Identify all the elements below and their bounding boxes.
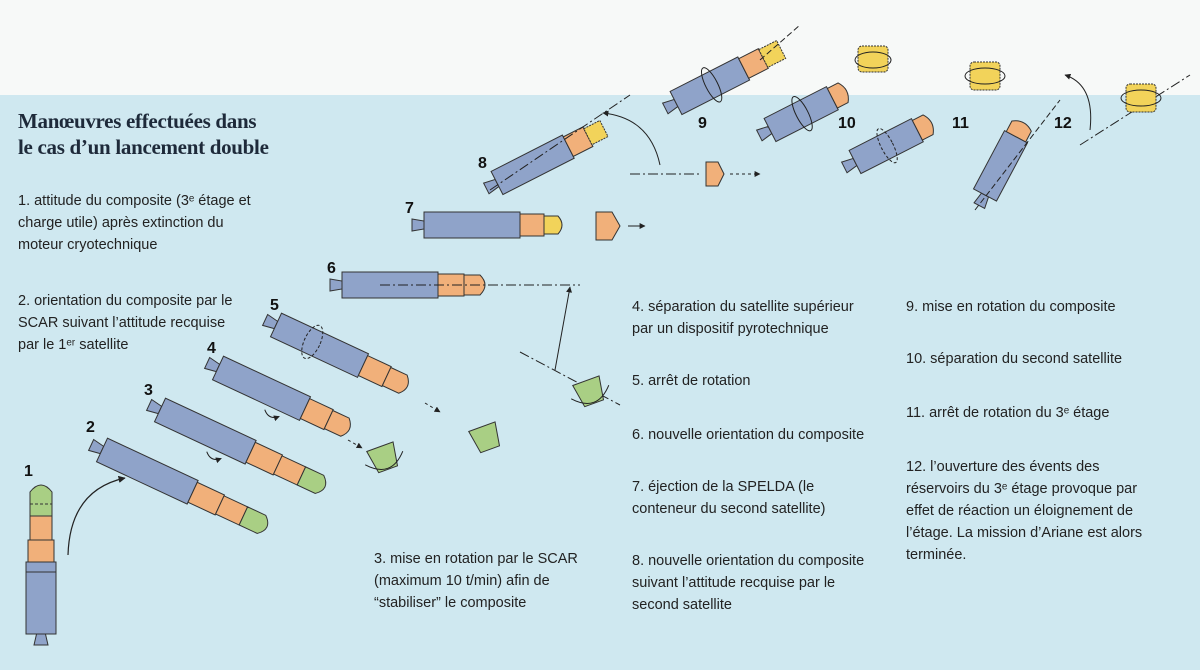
- title-line-2: le cas d’un lancement double: [18, 135, 269, 159]
- step-number-3: 3: [144, 382, 153, 399]
- caption-step-10: 10. séparation du second satellite: [906, 351, 1123, 367]
- step-number-2: 2: [86, 419, 95, 436]
- satellite-yellow-step-12: [1120, 83, 1162, 113]
- step-number-12: 12: [1054, 115, 1072, 132]
- composite-step-9: [661, 39, 787, 116]
- caption-step-7: 7. éjection de la SPELDA (le conteneur d…: [632, 479, 826, 517]
- step-number-10: 10: [838, 115, 856, 132]
- composite-step-2: [87, 437, 269, 534]
- satellite-green-step-4: [364, 441, 404, 474]
- caption-step-4: 4. séparation du satellite supérieur par…: [632, 299, 854, 337]
- composite-step-5: [261, 312, 409, 394]
- satellite-green-step-5: [468, 421, 501, 454]
- spelda-ejected: [595, 211, 621, 241]
- diagram-title: Manœuvres effectuées dans le cas d’un la…: [18, 108, 318, 160]
- step-number-5: 5: [270, 297, 279, 314]
- step-number-8: 8: [478, 155, 487, 172]
- composite-step-8: [482, 119, 609, 196]
- caption-step-11: 11. arrêt de rotation du 3ᵉ étage: [906, 405, 1110, 421]
- arrow-1-to-2: [67, 475, 126, 556]
- composite-step-10: [755, 82, 849, 143]
- caption-step-1: 1. attitude du composite (3ᵉ étage et ch…: [18, 193, 251, 253]
- composite-step-12: [972, 120, 1032, 210]
- step-number-1: 1: [24, 463, 33, 480]
- step-number-4: 4: [207, 340, 216, 357]
- satellite-green-step-6: [570, 375, 610, 408]
- composite-step-4: [203, 355, 351, 437]
- caption-step-5: 5. arrêt de rotation: [632, 373, 751, 389]
- caption-step-8: 8. nouvelle orientation du composite sui…: [632, 553, 865, 613]
- satellite-yellow-step-11: [964, 61, 1006, 91]
- satellite-yellow-step-10: [854, 45, 892, 73]
- caption-step-12: 12. l’ouverture des évents des réservoir…: [906, 459, 1143, 563]
- composite-step-6: [329, 271, 486, 299]
- composite-step-1: [25, 484, 57, 646]
- composite-step-3: [145, 397, 327, 494]
- composite-step-11: [840, 114, 934, 175]
- caption-step-9: 9. mise en rotation du composite: [906, 299, 1116, 315]
- caption-step-6: 6. nouvelle orientation du composite: [632, 427, 865, 443]
- caption-step-3: 3. mise en rotation par le SCAR (maximum…: [374, 551, 578, 611]
- title-line-1: Manœuvres effectuées dans: [18, 109, 257, 133]
- step-number-7: 7: [405, 200, 414, 217]
- step-number-9: 9: [698, 115, 707, 132]
- caption-step-2: 2. orientation du composite par le SCAR …: [18, 293, 233, 353]
- step-number-6: 6: [327, 260, 336, 277]
- step-number-11: 11: [952, 115, 969, 132]
- spelda-step-8: [705, 161, 725, 187]
- composite-step-7: [411, 211, 563, 239]
